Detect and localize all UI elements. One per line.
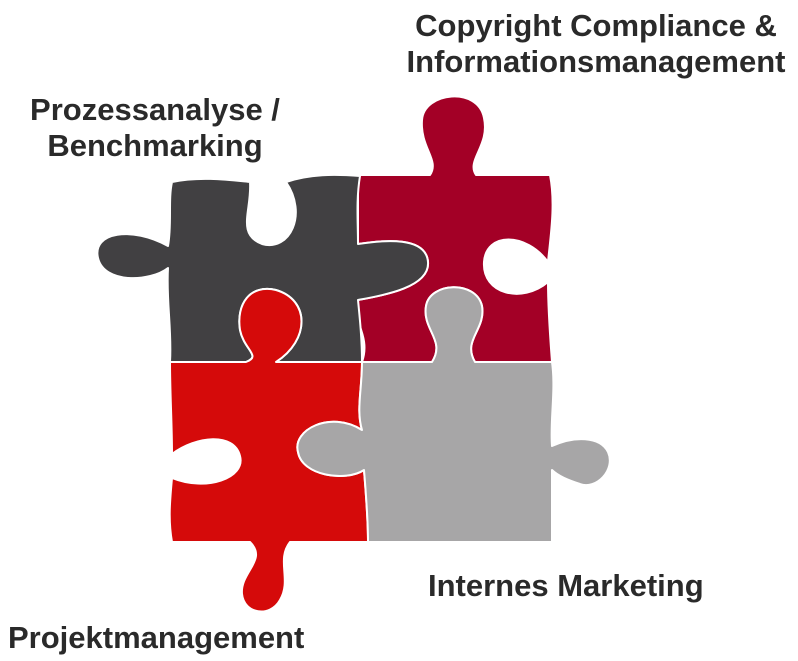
- puzzle-piece-top-left: [96, 173, 430, 363]
- label-projektmanagement: Projektmanagement: [8, 620, 348, 656]
- label-line: Prozessanalyse /: [30, 92, 280, 127]
- puzzle-piece-bottom-right: [296, 286, 611, 543]
- label-line: Informationsmanagement: [406, 44, 786, 79]
- label-line: Projektmanagement: [8, 620, 305, 655]
- label-line: Copyright Compliance &: [415, 8, 777, 43]
- label-copyright-compliance-informationsmanagement: Copyright Compliance & Informationsmanag…: [396, 8, 796, 80]
- label-line: Internes Marketing: [428, 568, 704, 603]
- label-internes-marketing: Internes Marketing: [428, 568, 728, 604]
- label-prozessanalyse-benchmarking: Prozessanalyse / Benchmarking: [20, 92, 290, 164]
- label-line: Benchmarking: [47, 128, 263, 163]
